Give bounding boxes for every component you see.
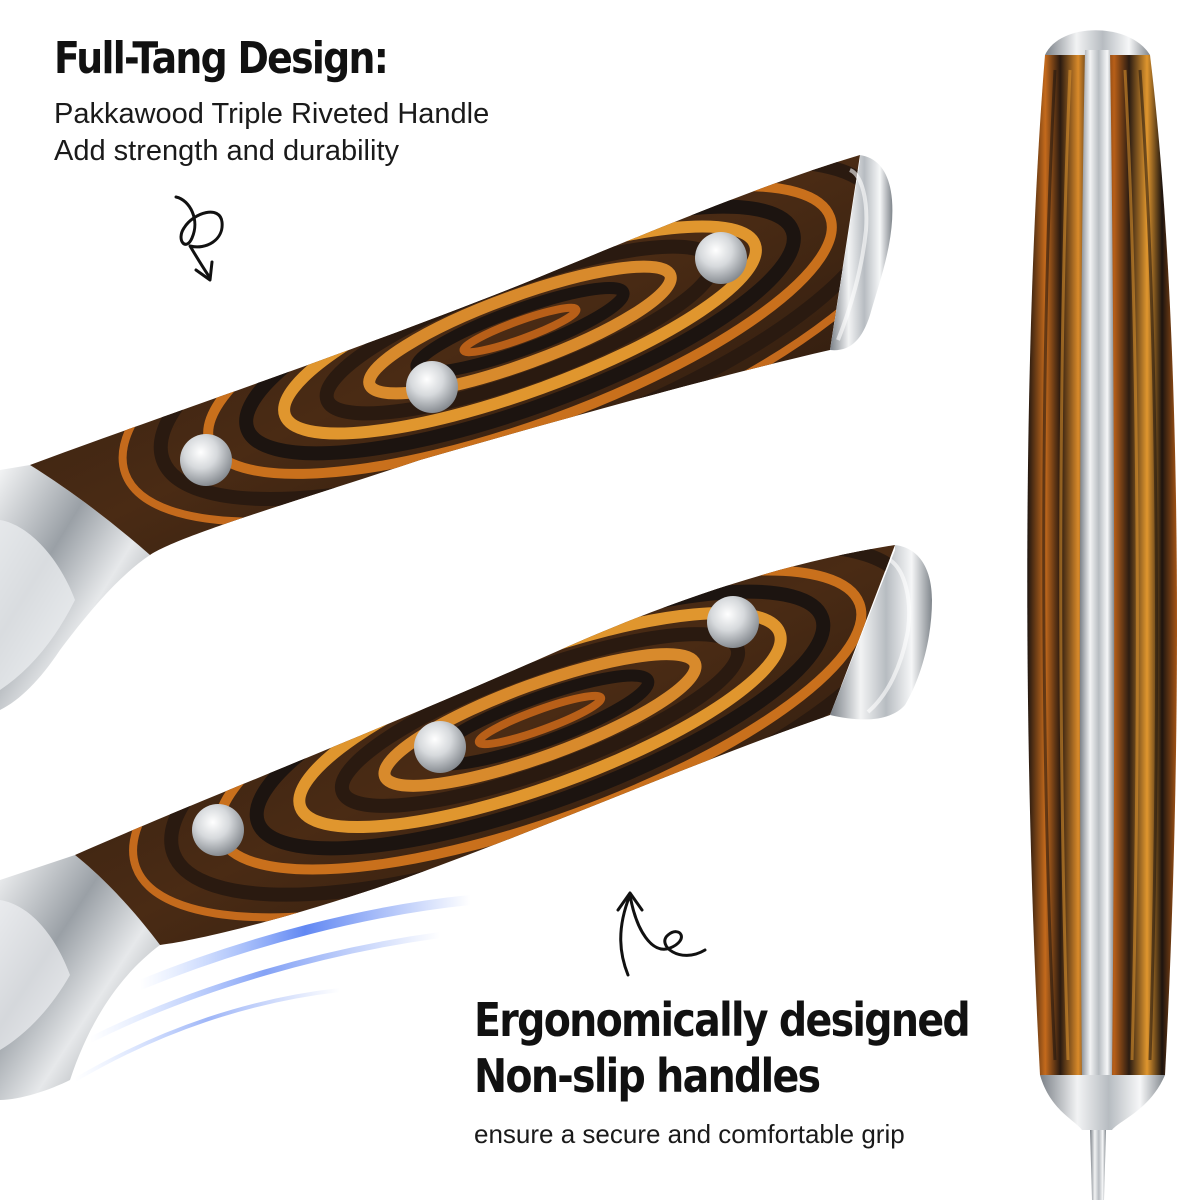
bottom-rivet-3 [707, 596, 759, 648]
top-rivet-1 [180, 434, 232, 486]
non-slip-headline: Non-slip handles [474, 1049, 821, 1103]
vertical-wood-grain [1042, 69, 1159, 1061]
ergonomic-headline: Ergonomically designed [474, 993, 971, 1047]
vertical-tang [1079, 50, 1115, 1075]
blue-glow [73, 895, 475, 1082]
vertical-knife [1027, 30, 1177, 1200]
bottom-rivet-2 [414, 721, 466, 773]
curly-arrow-down-icon [174, 195, 224, 280]
full-tang-headline: Full-Tang Design: [54, 33, 389, 84]
curly-arrow-up-icon [619, 893, 707, 977]
top-blade-edge [0, 520, 75, 690]
strength-line: Add strength and durability [54, 135, 399, 167]
top-rivet-2 [406, 361, 458, 413]
bottom-rivet-1 [192, 804, 244, 856]
top-handle-wood [30, 155, 860, 555]
top-rivet-3 [695, 232, 747, 284]
bottom-bolster-left [0, 855, 160, 1100]
bottom-caption: Ergonomically designed Non-slip handles … [474, 992, 1050, 1150]
vertical-blade-spine [1090, 1130, 1106, 1200]
vertical-bolster [1040, 1075, 1165, 1130]
secure-grip-line: ensure a secure and comfortable grip [474, 1119, 905, 1149]
top-caption: Full-Tang Design: Pakkawood Triple Rivet… [54, 30, 489, 170]
pakkawood-line: Pakkawood Triple Riveted Handle [54, 98, 490, 130]
